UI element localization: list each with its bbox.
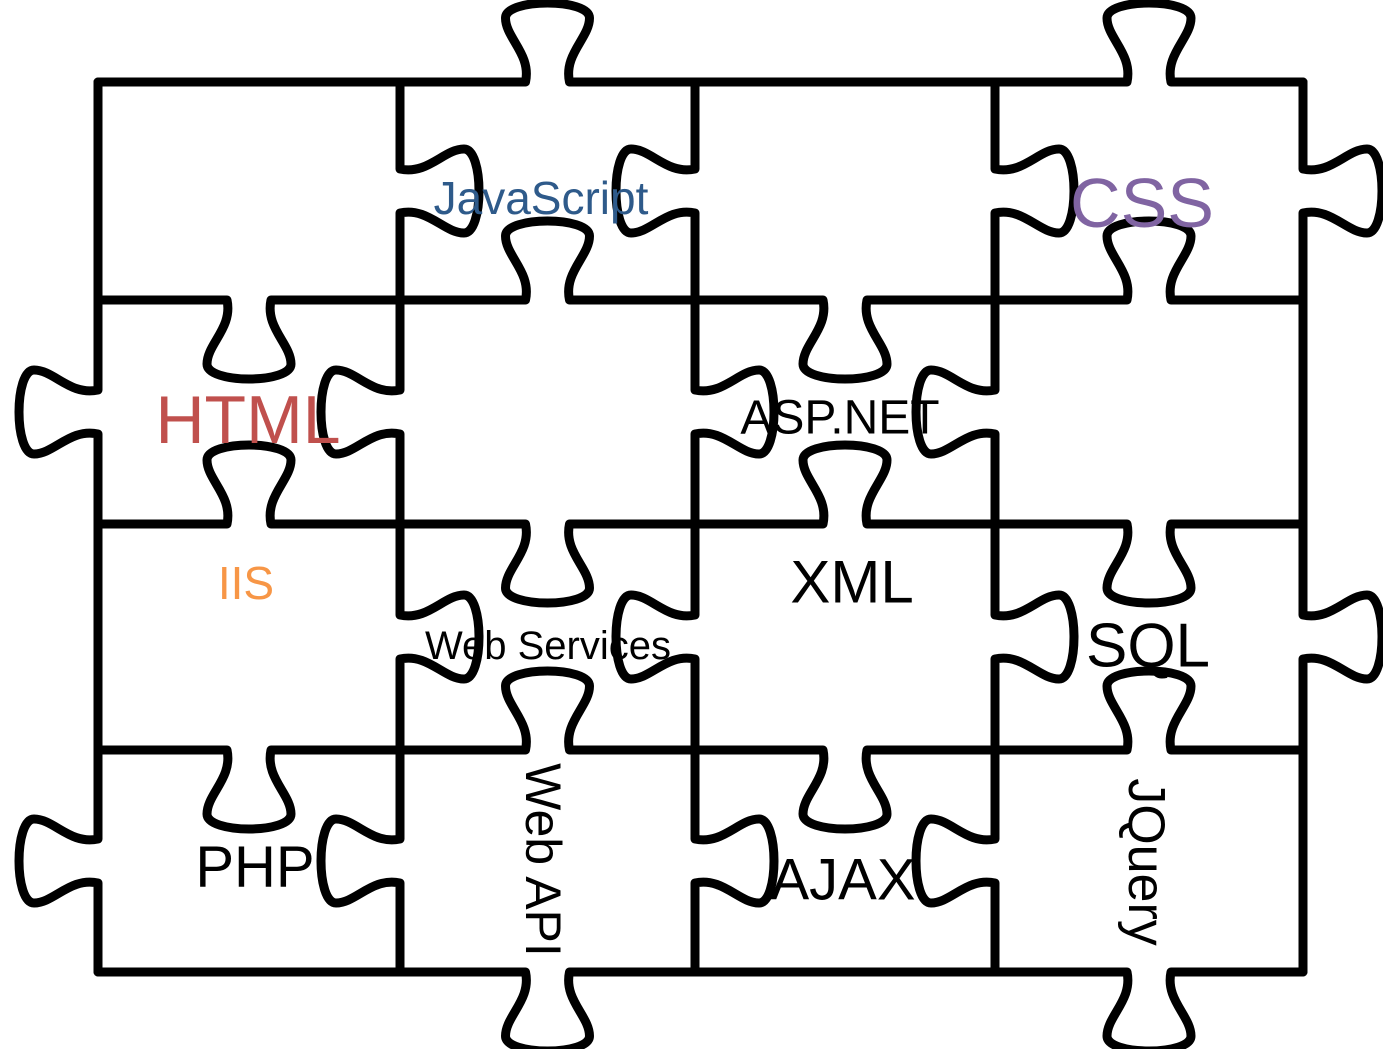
puzzle-edge bbox=[990, 519, 1079, 755]
label-jquery: JQuery bbox=[1117, 778, 1175, 946]
puzzle-edge bbox=[395, 519, 700, 608]
puzzle-edge bbox=[395, 0, 700, 87]
label-sql: SQL bbox=[1086, 612, 1210, 681]
piece-labels: JavaScript CSS HTML ASP.NET IIS XML Web … bbox=[155, 164, 1214, 957]
puzzle-edge bbox=[395, 666, 700, 755]
puzzle-edge bbox=[990, 216, 1308, 305]
puzzle-edge bbox=[990, 519, 1308, 608]
puzzle-edge bbox=[395, 216, 700, 305]
puzzle-edge bbox=[1298, 519, 1383, 755]
label-web-api: Web API bbox=[515, 763, 571, 957]
puzzle-outline bbox=[14, 0, 1383, 1049]
label-asp-net: ASP.NET bbox=[740, 392, 939, 445]
puzzle-edge bbox=[690, 295, 1000, 384]
puzzle-edge bbox=[911, 295, 1000, 529]
puzzle-edge bbox=[690, 745, 1000, 834]
label-php: PHP bbox=[195, 835, 314, 900]
puzzle-edge bbox=[93, 440, 405, 529]
puzzle-edge bbox=[611, 519, 700, 755]
puzzle-edge bbox=[1298, 77, 1383, 305]
puzzle-edge bbox=[14, 295, 103, 529]
puzzle-edge bbox=[990, 0, 1308, 87]
puzzle-edge bbox=[93, 745, 405, 834]
puzzle-edge bbox=[690, 440, 1000, 529]
puzzle-edge bbox=[395, 967, 700, 1049]
puzzle-edge bbox=[911, 745, 1000, 977]
puzzle-edge bbox=[990, 77, 1079, 305]
puzzle-edge bbox=[395, 77, 484, 305]
label-javascript: JavaScript bbox=[434, 172, 649, 224]
puzzle-edge bbox=[395, 519, 484, 755]
puzzle-edge bbox=[611, 77, 700, 305]
label-iis: IIS bbox=[218, 557, 274, 609]
puzzle-edge bbox=[93, 295, 405, 384]
puzzle-edge bbox=[990, 967, 1308, 1049]
puzzle-edge bbox=[14, 745, 103, 977]
puzzle-edge bbox=[316, 295, 405, 529]
label-html: HTML bbox=[155, 382, 340, 458]
puzzle-edge bbox=[690, 295, 779, 529]
label-ajax: AJAX bbox=[770, 848, 915, 913]
label-css: CSS bbox=[1070, 164, 1214, 242]
label-web-services: Web Services bbox=[425, 624, 671, 668]
puzzle-edge bbox=[690, 745, 779, 977]
puzzle-edge bbox=[990, 666, 1308, 755]
label-xml: XML bbox=[790, 549, 913, 616]
puzzle-edge bbox=[316, 745, 405, 977]
